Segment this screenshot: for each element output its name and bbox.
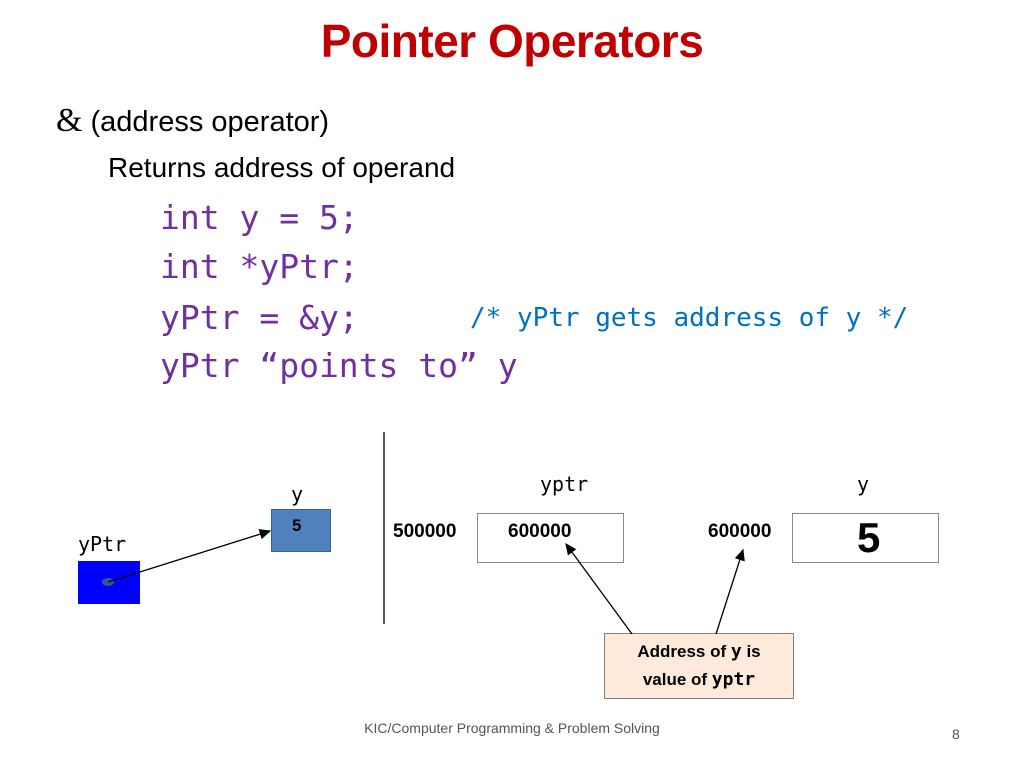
bullet-address-operator: & (address operator) <box>56 102 329 140</box>
y-address: 600000 <box>708 521 772 542</box>
y-memory-box: 5 <box>792 513 939 563</box>
right-y-label: y <box>857 472 870 496</box>
left-y-label: y <box>291 482 304 506</box>
code-line-1: int y = 5; <box>160 198 359 237</box>
footer-text: KIC/Computer Programming & Problem Solvi… <box>364 720 660 736</box>
yptr-address: 500000 <box>393 521 457 542</box>
left-yptr-label: yPtr <box>78 532 127 556</box>
bullet-returns-address: Returns address of operand <box>108 152 456 183</box>
left-y-value: 5 <box>292 516 302 535</box>
note-arrow-to-yptr-value <box>565 542 633 635</box>
code-line-2: int *yPtr; <box>160 247 359 286</box>
explanation-note: Address of y is value of yptr <box>604 633 794 699</box>
note-line-2: value of yptr <box>642 669 756 690</box>
ampersand-symbol: & <box>56 102 83 139</box>
slide-title: Pointer Operators <box>320 15 704 67</box>
page-number: 8 <box>952 726 960 742</box>
y-memory-value: 5 <box>857 514 881 561</box>
note-arrow-to-y-address <box>715 548 745 635</box>
right-yptr-label: yptr <box>540 472 589 496</box>
divider-line <box>383 432 385 624</box>
left-y-box: 5 <box>271 509 331 552</box>
note-line-1: Address of y is <box>637 641 761 662</box>
yptr-memory-box: 600000 <box>477 513 624 563</box>
code-line-4: yPtr “points to” y <box>160 346 518 385</box>
bullet-address-operator-text: (address operator) <box>90 106 330 138</box>
yptr-value: 600000 <box>508 521 572 542</box>
pointer-arrow <box>107 529 272 583</box>
code-comment: /* yPtr gets address of y */ <box>470 303 909 333</box>
code-line-3: yPtr = &y; <box>160 298 359 337</box>
